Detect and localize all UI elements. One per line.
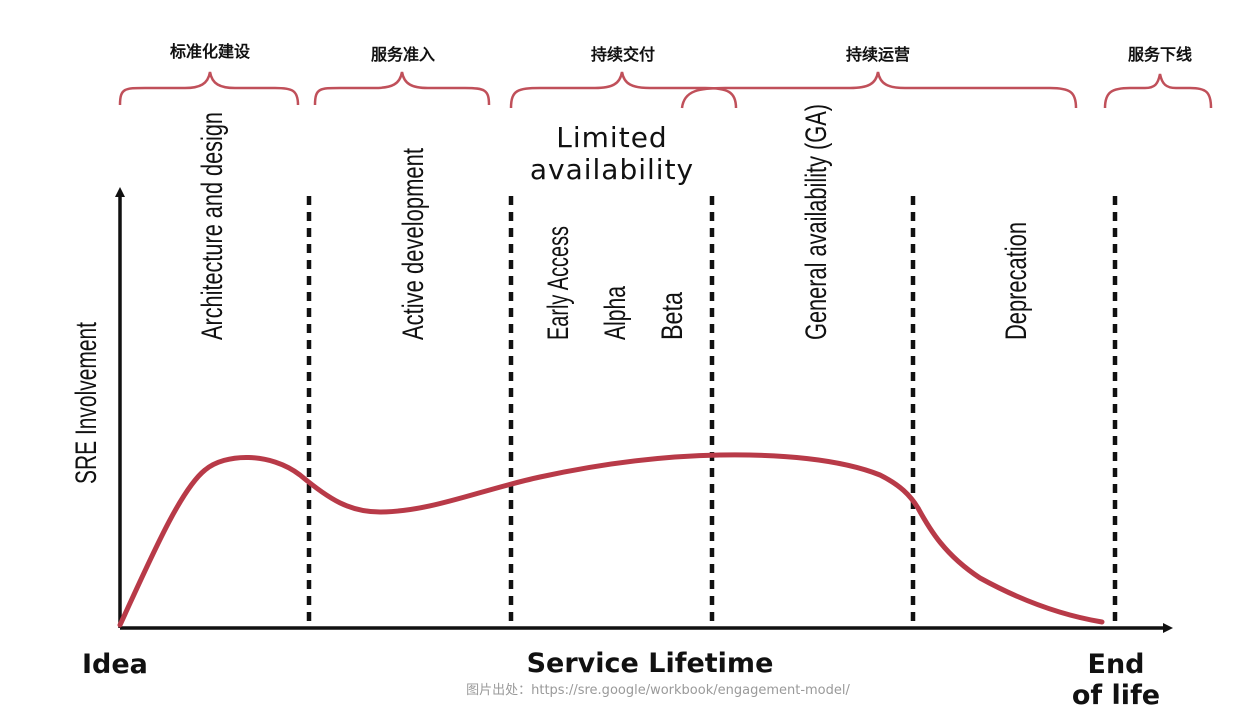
x-axis-end-label-line2: of life — [1072, 680, 1160, 711]
stage-label-architecture: Architecture and design — [196, 112, 229, 340]
y-axis-label: SRE Involvement — [70, 322, 103, 484]
stage-label-beta: Beta — [656, 292, 689, 340]
x-axis-end-label-line1: End — [1088, 649, 1145, 680]
brace-decommission — [1103, 73, 1213, 109]
x-axis-start-label: Idea — [82, 649, 148, 680]
x-axis-label: Service Lifetime — [527, 648, 774, 679]
phase-label-decommission: 服务下线 — [1128, 45, 1192, 64]
phase-label-standardization: 标准化建设 — [169, 42, 251, 61]
brace-standardization — [118, 71, 300, 106]
phase-label-continuous-delivery: 持续交付 — [591, 45, 655, 64]
sre-involvement-curve — [117, 452, 1105, 628]
brace-onboarding — [313, 71, 491, 106]
limited-availability-line2: availability — [530, 153, 694, 186]
limited-availability-line1: Limited — [556, 121, 667, 154]
image-credit: 图片出处：https://sre.google/workbook/engagem… — [466, 683, 850, 698]
stage-label-early-access: Early Access — [542, 226, 575, 340]
stage-label-general-availability: General availability (GA) — [800, 104, 833, 340]
phase-label-onboarding: 服务准入 — [371, 45, 435, 64]
stage-label-active-development: Active development — [397, 148, 430, 340]
brace-continuous-operations — [680, 71, 1078, 109]
phase-label-continuous-operations: 持续运营 — [846, 45, 910, 64]
stage-label-deprecation: Deprecation — [1000, 222, 1033, 340]
stage-label-alpha: Alpha — [599, 286, 632, 340]
